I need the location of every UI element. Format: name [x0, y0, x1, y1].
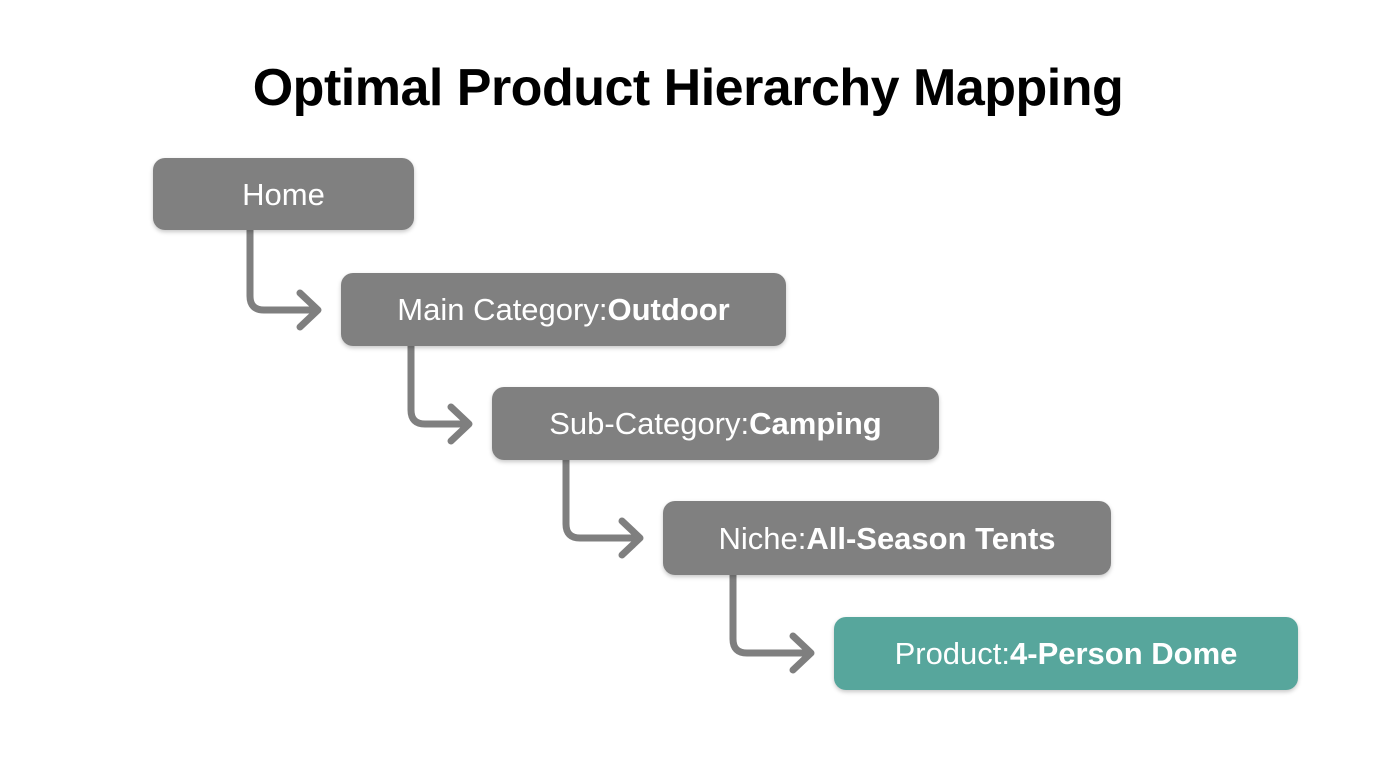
node-sub-category[interactable]: Sub-Category: Camping: [492, 387, 939, 460]
node-product-value: 4-Person Dome: [1010, 636, 1238, 671]
connector-sub-category-to-niche: [562, 456, 644, 559]
node-product-prefix: Product:: [894, 636, 1011, 671]
node-niche[interactable]: Niche: All-Season Tents: [663, 501, 1111, 575]
node-home[interactable]: Home: [153, 158, 414, 230]
node-sub-category-prefix: Sub-Category:: [549, 406, 750, 441]
node-niche-prefix: Niche:: [718, 520, 807, 556]
node-sub-category-value: Camping: [749, 406, 882, 441]
page-title: Optimal Product Hierarchy Mapping: [252, 59, 1124, 117]
connector-main-category-to-sub-category: [407, 342, 473, 445]
connector-niche-to-product: [729, 571, 815, 674]
node-home-label: Home: [242, 176, 325, 212]
node-product[interactable]: Product: 4-Person Dome: [834, 617, 1298, 690]
node-main-category[interactable]: Main Category: Outdoor: [341, 273, 786, 346]
node-main-category-value: Outdoor: [607, 292, 730, 327]
node-main-category-prefix: Main Category:: [397, 292, 608, 327]
node-niche-value: All-Season Tents: [806, 520, 1056, 556]
connector-home-to-main-category: [246, 226, 322, 331]
